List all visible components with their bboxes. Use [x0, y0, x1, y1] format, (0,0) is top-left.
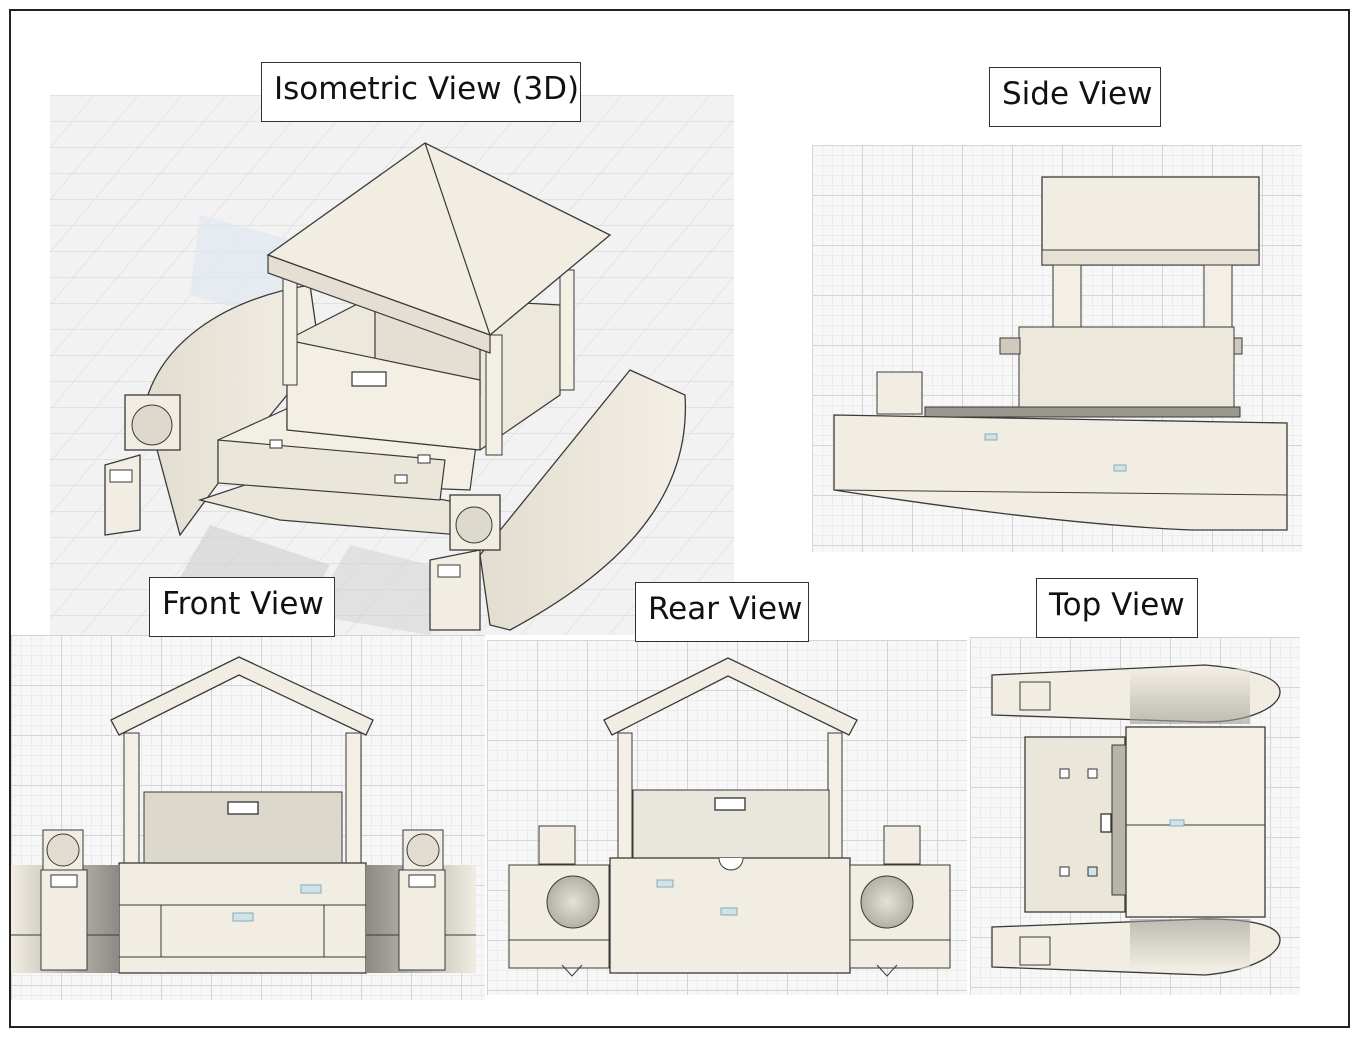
- rear-view-label: Rear View: [635, 582, 809, 642]
- right-speaker-cube: [449, 494, 501, 551]
- front-view-panel: [11, 635, 485, 1000]
- side-view-panel: [812, 145, 1302, 552]
- top-view-panel: [970, 637, 1300, 995]
- left-pontoon: [104, 284, 321, 537]
- side-model-drawing: [833, 176, 1288, 531]
- front-view-label: Front View: [149, 577, 335, 637]
- isometric-view-panel: [50, 95, 734, 635]
- isometric-view-label: Isometric View (3D): [261, 62, 581, 122]
- side-view-label: Side View: [989, 67, 1161, 127]
- cabin: [266, 142, 612, 456]
- front-model-drawing: [11, 656, 476, 974]
- rear-view-panel: [487, 640, 967, 995]
- top-model-drawing: [991, 664, 1281, 976]
- isometric-model-drawing: [50, 95, 734, 635]
- right-pontoon: [429, 369, 687, 631]
- top-view-label: Top View: [1036, 578, 1198, 638]
- left-speaker-cube: [124, 394, 181, 451]
- rear-model-drawing: [508, 657, 951, 977]
